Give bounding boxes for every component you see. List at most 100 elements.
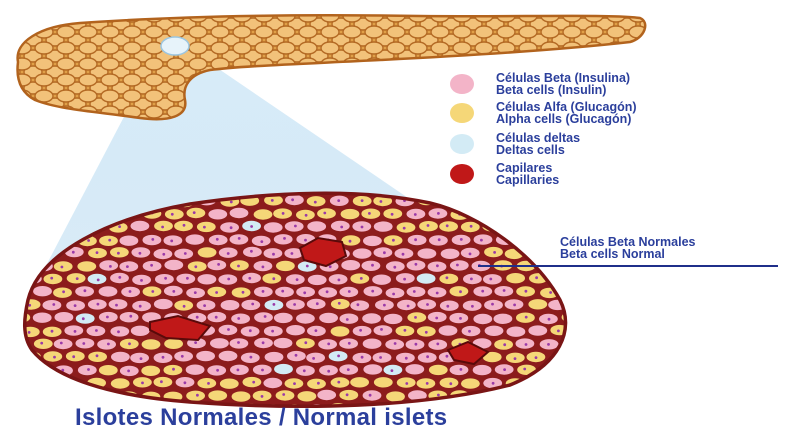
- islet-cell: [53, 288, 72, 298]
- cell-nucleus: [414, 213, 417, 216]
- cell-nucleus: [261, 369, 264, 372]
- legend-item-delta: Células deltasDeltas cells: [450, 132, 580, 156]
- islet-cell: [397, 300, 416, 310]
- cell-nucleus: [578, 330, 581, 333]
- cell-nucleus: [40, 213, 43, 216]
- cell-nucleus: [581, 200, 584, 203]
- cell-nucleus: [348, 290, 351, 293]
- islet-cell: [570, 299, 589, 309]
- cell-nucleus: [501, 212, 504, 215]
- legend-delta-en: Deltas cells: [496, 144, 580, 156]
- cell-nucleus: [249, 329, 252, 332]
- cell-nucleus: [21, 265, 24, 268]
- cell-nucleus: [546, 212, 549, 215]
- cell-nucleus: [349, 240, 352, 243]
- cell-nucleus: [41, 369, 44, 372]
- cell-nucleus: [427, 224, 430, 227]
- islet-cell: [187, 208, 206, 218]
- islet-cell: [232, 287, 251, 297]
- islet-cell: [549, 273, 568, 283]
- cell-nucleus: [513, 304, 516, 307]
- cell-nucleus: [480, 239, 483, 242]
- cell-nucleus: [337, 199, 340, 202]
- cell-nucleus: [85, 394, 88, 397]
- islet-cell: [484, 300, 503, 310]
- cell-nucleus: [357, 303, 360, 306]
- islet-cell: [119, 261, 138, 271]
- islet-cell: [262, 273, 281, 283]
- cell-nucleus: [469, 253, 472, 256]
- cell-nucleus: [282, 212, 285, 215]
- islet-cell: [33, 286, 52, 296]
- cell-nucleus: [160, 380, 163, 383]
- cell-nucleus: [194, 265, 197, 268]
- cell-nucleus: [250, 356, 253, 359]
- cell-nucleus: [82, 317, 85, 320]
- islet-cell: [417, 273, 436, 283]
- cell-nucleus: [491, 409, 494, 412]
- cell-nucleus: [76, 277, 79, 280]
- islet-cell: [186, 365, 205, 375]
- cell-nucleus: [230, 201, 233, 204]
- cell-nucleus: [314, 201, 317, 204]
- islet-cell: [130, 353, 149, 363]
- cell-nucleus: [18, 212, 21, 215]
- cell-nucleus: [525, 343, 528, 346]
- cell-nucleus: [503, 396, 506, 399]
- islet-cell: [483, 274, 502, 284]
- cell-nucleus: [446, 276, 449, 279]
- islet-cell: [440, 301, 459, 311]
- islet-cell: [307, 379, 326, 389]
- islet-cell: [176, 274, 195, 284]
- cell-nucleus: [557, 200, 560, 203]
- cell-nucleus: [194, 291, 197, 294]
- cell-nucleus: [49, 380, 52, 383]
- islet-cell: [198, 247, 217, 257]
- cell-nucleus: [407, 305, 410, 308]
- islet-cell: [537, 209, 556, 219]
- cell-nucleus: [470, 278, 473, 281]
- islet-cell: [197, 222, 216, 232]
- cell-nucleus: [571, 342, 574, 345]
- cell-nucleus: [535, 356, 538, 359]
- islet-cell: [196, 351, 215, 361]
- islet-cell: [230, 365, 249, 375]
- cell-nucleus: [293, 303, 296, 306]
- cell-nucleus: [303, 369, 306, 372]
- islet-cell: [439, 221, 458, 231]
- cell-nucleus: [260, 240, 263, 243]
- islet-cell: [561, 183, 580, 193]
- islet-cell: [386, 391, 405, 401]
- islet-cell: [353, 326, 372, 336]
- cell-nucleus: [480, 186, 483, 189]
- islet-cell: [350, 377, 369, 387]
- cell-nucleus: [459, 317, 462, 320]
- cell-nucleus: [537, 200, 540, 203]
- islet-cell: [473, 314, 492, 324]
- cell-nucleus: [558, 278, 561, 281]
- islet-cell: [353, 248, 372, 258]
- cell-nucleus: [340, 226, 343, 229]
- islet-cell: [11, 262, 30, 272]
- islet-cell: [441, 249, 460, 259]
- cell-nucleus: [547, 343, 550, 346]
- cell-nucleus: [557, 226, 560, 229]
- cell-nucleus: [294, 225, 297, 228]
- cell-nucleus: [470, 225, 473, 228]
- cell-nucleus: [446, 305, 449, 308]
- cell-nucleus: [18, 394, 21, 397]
- islet-cell: [527, 222, 546, 232]
- cell-nucleus: [414, 238, 417, 241]
- islet-cell: [298, 391, 317, 401]
- cell-nucleus: [471, 305, 474, 308]
- islet-cell: [350, 300, 369, 310]
- islet-cell: [373, 352, 392, 362]
- cell-nucleus: [446, 224, 449, 227]
- islet-cell: [43, 377, 62, 387]
- cell-nucleus: [237, 317, 240, 320]
- cell-nucleus: [361, 356, 364, 359]
- cell-nucleus: [150, 264, 153, 267]
- islet-cell: [141, 366, 160, 376]
- islet-cell: [55, 182, 74, 192]
- islet-cell: [22, 299, 41, 309]
